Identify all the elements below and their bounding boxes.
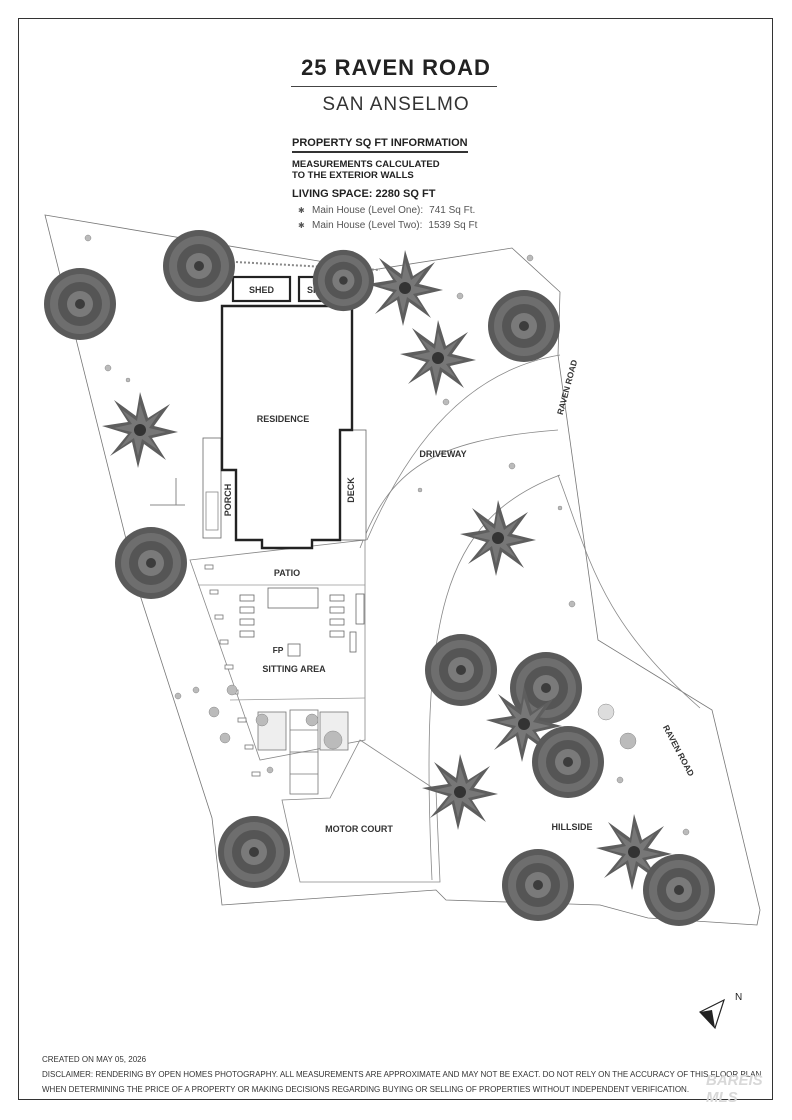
bullet-icon: ✱	[298, 206, 305, 215]
palm-tree-icon	[460, 500, 536, 576]
title-underline	[291, 86, 497, 87]
page-frame	[18, 18, 773, 1100]
raven-road-label-north: RAVEN ROAD	[555, 359, 579, 416]
hillside-edge	[557, 474, 701, 709]
motor-court-steps	[257, 709, 349, 795]
tree-icon	[115, 527, 187, 599]
sqft-item-value: 1539 Sq Ft	[428, 220, 478, 231]
measurement-note-line2: TO THE EXTERIOR WALLS	[292, 170, 414, 181]
sitting-area-edge	[229, 697, 366, 701]
deck-outline	[339, 429, 367, 541]
palm-tree-icon	[422, 754, 498, 830]
tree-icon	[163, 230, 235, 302]
disclaimer-line-2: WHEN DETERMINING THE PRICE OF A PROPERTY…	[42, 1085, 690, 1094]
bullet-icon: ✱	[298, 221, 305, 230]
small-shrubs	[84, 234, 690, 836]
residence-outline	[220, 304, 354, 550]
sqft-breakdown-list: ✱ Main House (Level One): 741 Sq Ft. ✱ Main…	[292, 203, 552, 233]
tree-icon	[312, 249, 374, 312]
tree-icon	[532, 726, 604, 798]
sqft-info-block: PROPERTY SQ FT INFORMATION MEASUREMENTS …	[292, 137, 552, 233]
tree-icon	[643, 854, 715, 926]
raven-road-label-east: RAVEN ROAD	[661, 723, 696, 778]
road-edge	[366, 354, 561, 541]
created-date: CREATED ON MAY 05, 2026	[42, 1055, 147, 1064]
measurement-note: MEASUREMENTS CALCULATED TO THE EXTERIOR …	[292, 159, 472, 181]
property-city: SAN ANSELMO	[322, 94, 470, 115]
palm-tree-icon	[400, 320, 476, 396]
driveway-edge-south	[428, 474, 561, 881]
sqft-item-label: Main House (Level Two):	[312, 220, 423, 231]
porch-outline	[202, 437, 222, 539]
palm-tree-icon	[102, 392, 178, 468]
motor-court-outline	[281, 739, 441, 883]
footer: CREATED ON MAY 05, 2026 DISCLAIMER: REND…	[42, 1052, 762, 1097]
property-title: 25 RAVEN ROAD	[301, 55, 491, 80]
north-arrow-icon	[699, 998, 726, 1030]
palm-tree-icon	[367, 250, 443, 326]
sqft-item-label: Main House (Level One):	[312, 205, 424, 216]
porch-steps	[205, 491, 219, 531]
sqft-item: ✱ Main House (Level One): 741 Sq Ft.	[298, 203, 552, 218]
patio-label: PATIO	[274, 568, 300, 578]
tree-icon	[425, 634, 497, 706]
sitting-area-label: SITTING AREA	[262, 664, 326, 674]
deck-label: DECK	[346, 477, 356, 503]
motor-court-label: MOTOR COURT	[325, 824, 393, 834]
fireplace-label: FP	[273, 645, 284, 655]
disclaimer-line-1: DISCLAIMER: RENDERING BY OPEN HOMES PHOT…	[42, 1070, 762, 1079]
driveway-label: DRIVEWAY	[419, 449, 466, 459]
residence-label: RESIDENCE	[257, 414, 310, 424]
driveway-edge-north	[359, 429, 559, 549]
tree-icon	[44, 268, 116, 340]
porch-label: PORCH	[223, 484, 233, 517]
tree-icon	[488, 290, 560, 362]
mls-watermark: BAREIS MLS	[706, 1072, 763, 1106]
sqft-item: ✱ Main House (Level Two): 1539 Sq Ft	[298, 218, 552, 233]
tree-icon	[502, 849, 574, 921]
patio-furniture	[239, 587, 365, 657]
shed-left	[231, 275, 292, 303]
property-boundary	[44, 214, 761, 926]
sqft-info-heading: PROPERTY SQ FT INFORMATION	[292, 137, 468, 153]
measurement-note-line1: MEASUREMENTS CALCULATED	[292, 159, 440, 170]
sqft-item-value: 741 Sq Ft.	[429, 205, 476, 216]
living-space-total: LIVING SPACE: 2280 SQ FT	[292, 188, 436, 200]
shed-left-label: SHED	[249, 285, 275, 295]
north-label: N	[735, 992, 742, 1003]
hillside-label: HILLSIDE	[551, 822, 592, 832]
tree-icon	[218, 816, 290, 888]
